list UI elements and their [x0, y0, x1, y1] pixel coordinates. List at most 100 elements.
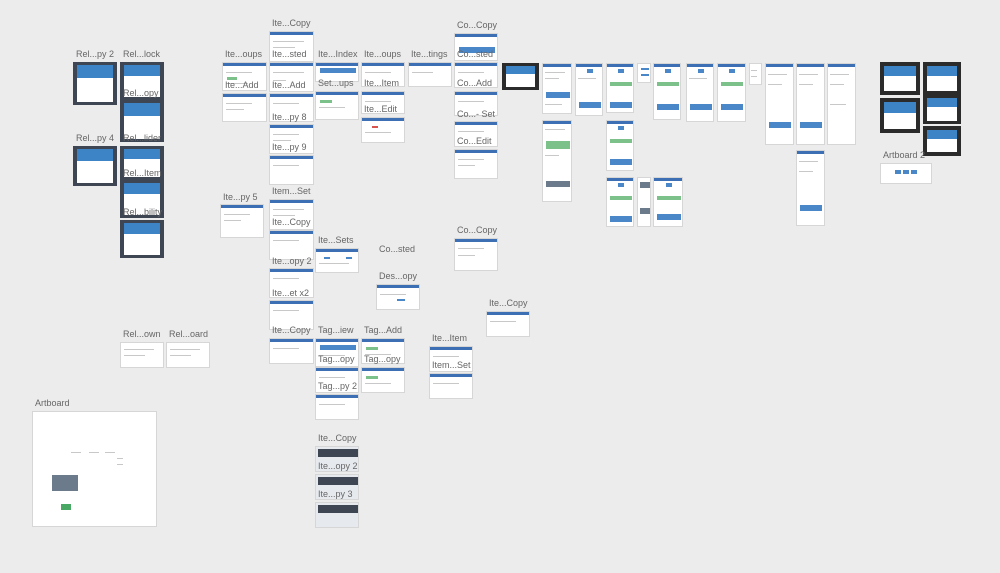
- artboard-label[interactable]: Ite...Copy: [272, 217, 311, 227]
- artboard-thumbnail[interactable]: [542, 120, 572, 202]
- artboard-label[interactable]: Rel...bility: [123, 207, 163, 217]
- artboard-thumbnail[interactable]: [765, 63, 794, 145]
- artboard-label[interactable]: Ite...oups: [364, 49, 402, 59]
- artboard-thumbnail[interactable]: [269, 93, 314, 122]
- artboard-label[interactable]: Ite...Copy: [318, 433, 357, 443]
- artboard-label[interactable]: Ite...Copy: [272, 18, 311, 28]
- artboard-thumbnail[interactable]: [653, 177, 683, 227]
- artboard-thumbnail[interactable]: [269, 338, 314, 364]
- artboard-label[interactable]: Ite...py 3: [318, 489, 353, 499]
- artboard-label[interactable]: Ite...py 5: [223, 192, 258, 202]
- artboard-thumbnail[interactable]: [315, 248, 359, 273]
- artboard-thumbnail[interactable]: [454, 62, 498, 88]
- artboard-label[interactable]: Ite...Item: [364, 78, 400, 88]
- artboard-label[interactable]: Rel...py 2: [76, 49, 115, 59]
- artboard-thumbnail[interactable]: [120, 62, 164, 100]
- artboard-label[interactable]: Tag...Add: [364, 325, 403, 335]
- artboard-thumbnail[interactable]: [923, 126, 961, 156]
- artboard-label[interactable]: Ite...Add: [225, 80, 259, 90]
- artboard-thumbnail[interactable]: [606, 177, 634, 227]
- artboard-thumbnail[interactable]: [222, 93, 267, 122]
- artboard-thumbnail[interactable]: [361, 338, 405, 364]
- artboard-thumbnail[interactable]: [315, 91, 359, 120]
- artboard-thumbnail[interactable]: [269, 268, 314, 298]
- artboard-label[interactable]: Ite...Copy: [272, 325, 311, 335]
- artboard-thumbnail[interactable]: [796, 63, 825, 145]
- artboard-thumbnail[interactable]: [269, 155, 314, 185]
- artboard-thumbnail[interactable]: [606, 63, 634, 113]
- artboard-label[interactable]: Co...Add: [457, 78, 493, 88]
- artboard-thumbnail[interactable]: [269, 62, 314, 92]
- artboard-thumbnail[interactable]: [454, 149, 498, 179]
- artboard-thumbnail[interactable]: [486, 311, 530, 337]
- artboard-label[interactable]: Ite...opy 2: [318, 461, 358, 471]
- artboard-thumbnail[interactable]: [32, 411, 157, 527]
- artboard-label[interactable]: Co...Copy: [457, 20, 498, 30]
- artboard-thumbnail[interactable]: [923, 95, 961, 124]
- artboard-thumbnail[interactable]: [222, 62, 267, 91]
- artboard-thumbnail[interactable]: [653, 63, 681, 120]
- artboard-thumbnail[interactable]: [454, 91, 498, 116]
- artboard-label[interactable]: Item...Set: [432, 360, 471, 370]
- artboard-thumbnail[interactable]: [376, 284, 420, 310]
- artboard-label[interactable]: Rel...lock: [123, 49, 161, 59]
- artboard-label[interactable]: Rel...py 4: [76, 133, 115, 143]
- artboard-label[interactable]: Tag...opy: [318, 354, 355, 364]
- artboard-label[interactable]: Co...- Set: [457, 109, 496, 119]
- artboard-thumbnail[interactable]: [269, 230, 314, 260]
- artboard-label[interactable]: Rel...own: [123, 329, 161, 339]
- artboard-label[interactable]: Ite...Copy: [489, 298, 528, 308]
- artboard-thumbnail[interactable]: [361, 117, 405, 143]
- artboard-label[interactable]: Set...ups: [318, 78, 354, 88]
- artboard-label[interactable]: Rel...Item: [123, 168, 162, 178]
- artboard-thumbnail[interactable]: [575, 63, 603, 116]
- artboard-thumbnail[interactable]: [637, 177, 651, 227]
- artboard-label[interactable]: Co...sted: [379, 244, 416, 254]
- artboard-label[interactable]: Ite...py 9: [272, 142, 307, 152]
- artboard-thumbnail[interactable]: [166, 342, 210, 368]
- artboard-thumbnail[interactable]: [880, 62, 920, 95]
- artboard-label[interactable]: Artboard: [35, 398, 70, 408]
- artboard-thumbnail[interactable]: [454, 121, 498, 147]
- artboard-thumbnail[interactable]: [120, 342, 164, 368]
- artboard-thumbnail[interactable]: [429, 373, 473, 399]
- artboard-thumbnail[interactable]: [717, 63, 746, 122]
- artboard-thumbnail[interactable]: [269, 199, 314, 230]
- artboard-thumbnail[interactable]: [120, 220, 164, 258]
- artboard-thumbnail[interactable]: [880, 163, 932, 184]
- artboard-thumbnail[interactable]: [454, 33, 498, 61]
- artboard-label[interactable]: Tag...py 2: [318, 381, 358, 391]
- artboard-thumbnail[interactable]: [269, 124, 314, 154]
- artboard-thumbnail[interactable]: [315, 367, 359, 393]
- artboard-thumbnail[interactable]: [361, 367, 405, 393]
- artboard-thumbnail[interactable]: [315, 62, 359, 82]
- artboard-thumbnail[interactable]: [880, 98, 920, 133]
- artboard-label[interactable]: Ite...Item: [432, 333, 468, 343]
- artboard-thumbnail[interactable]: [923, 62, 961, 95]
- artboard-thumbnail[interactable]: [827, 63, 856, 145]
- artboard-label[interactable]: Ite...Index: [318, 49, 358, 59]
- artboard-label[interactable]: Co...Copy: [457, 225, 498, 235]
- artboard-label[interactable]: Ite...Sets: [318, 235, 354, 245]
- artboard-label[interactable]: Ite...et x2: [272, 288, 310, 298]
- artboard-label[interactable]: Co...sted: [457, 49, 494, 59]
- artboard-thumbnail[interactable]: [454, 238, 498, 271]
- artboard-label[interactable]: Rel...opy: [123, 88, 159, 98]
- artboard-thumbnail[interactable]: [606, 120, 634, 171]
- artboard-thumbnail[interactable]: [361, 62, 405, 87]
- artboard-label[interactable]: Ite...tings: [411, 49, 448, 59]
- artboard-thumbnail[interactable]: [408, 62, 452, 87]
- artboard-thumbnail[interactable]: [637, 63, 651, 83]
- artboard-thumbnail[interactable]: [686, 63, 714, 122]
- artboard-label[interactable]: Tag...iew: [318, 325, 354, 335]
- artboard-thumbnail[interactable]: [220, 204, 264, 238]
- artboard-label[interactable]: Ite...opy 2: [272, 256, 312, 266]
- artboard-label[interactable]: Ite...Add: [272, 80, 306, 90]
- artboard-thumbnail[interactable]: [315, 338, 359, 367]
- artboard-thumbnail[interactable]: [120, 180, 164, 218]
- artboard-label[interactable]: Ite...py 8: [272, 112, 307, 122]
- artboard-thumbnail[interactable]: [361, 91, 405, 114]
- artboard-thumbnail[interactable]: [73, 62, 117, 105]
- artboard-label[interactable]: Item...Set: [272, 186, 311, 196]
